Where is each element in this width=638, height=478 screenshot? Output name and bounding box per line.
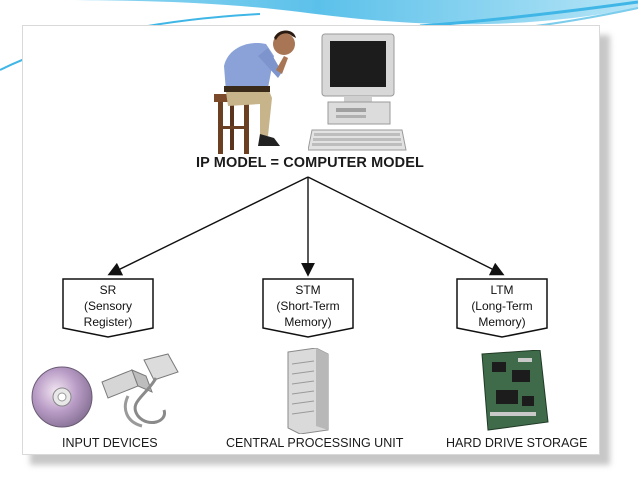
thinking-man-picture	[214, 30, 296, 154]
caption-cpu: CENTRAL PROCESSING UNIT	[226, 436, 404, 450]
caption-input-devices: INPUT DEVICES	[62, 436, 158, 450]
node-stm-line-1: STM	[295, 283, 321, 297]
cd-disc-picture	[31, 366, 93, 428]
node-ltm-line-1: LTM	[490, 283, 514, 297]
arrow-to-ltm	[307, 176, 505, 276]
caption-hard-drive: HARD DRIVE STORAGE	[446, 436, 588, 450]
hard-drive-picture	[481, 350, 549, 431]
node-ltm-line-2: (Long-Term	[471, 299, 533, 313]
node-sr-line-1: SR	[99, 283, 117, 297]
node-ltm: LTM (Long-Term Memory)	[456, 278, 548, 338]
cable-connector-picture	[101, 353, 179, 428]
node-stm-line-3: Memory)	[284, 315, 332, 329]
node-ltm-line-3: Memory)	[478, 315, 526, 329]
node-sr: SR (Sensory Register)	[62, 278, 154, 338]
arrow-to-sr	[107, 176, 309, 276]
node-stm: STM (Short-Term Memory)	[262, 278, 354, 338]
diagram-title: IP MODEL = COMPUTER MODEL	[196, 155, 424, 171]
node-sr-line-2: (Sensory	[83, 299, 133, 313]
tower-server-picture	[287, 348, 329, 434]
node-sr-line-3: Register)	[83, 315, 133, 329]
desktop-computer-picture	[308, 33, 407, 151]
node-stm-line-2: (Short-Term	[276, 299, 340, 313]
